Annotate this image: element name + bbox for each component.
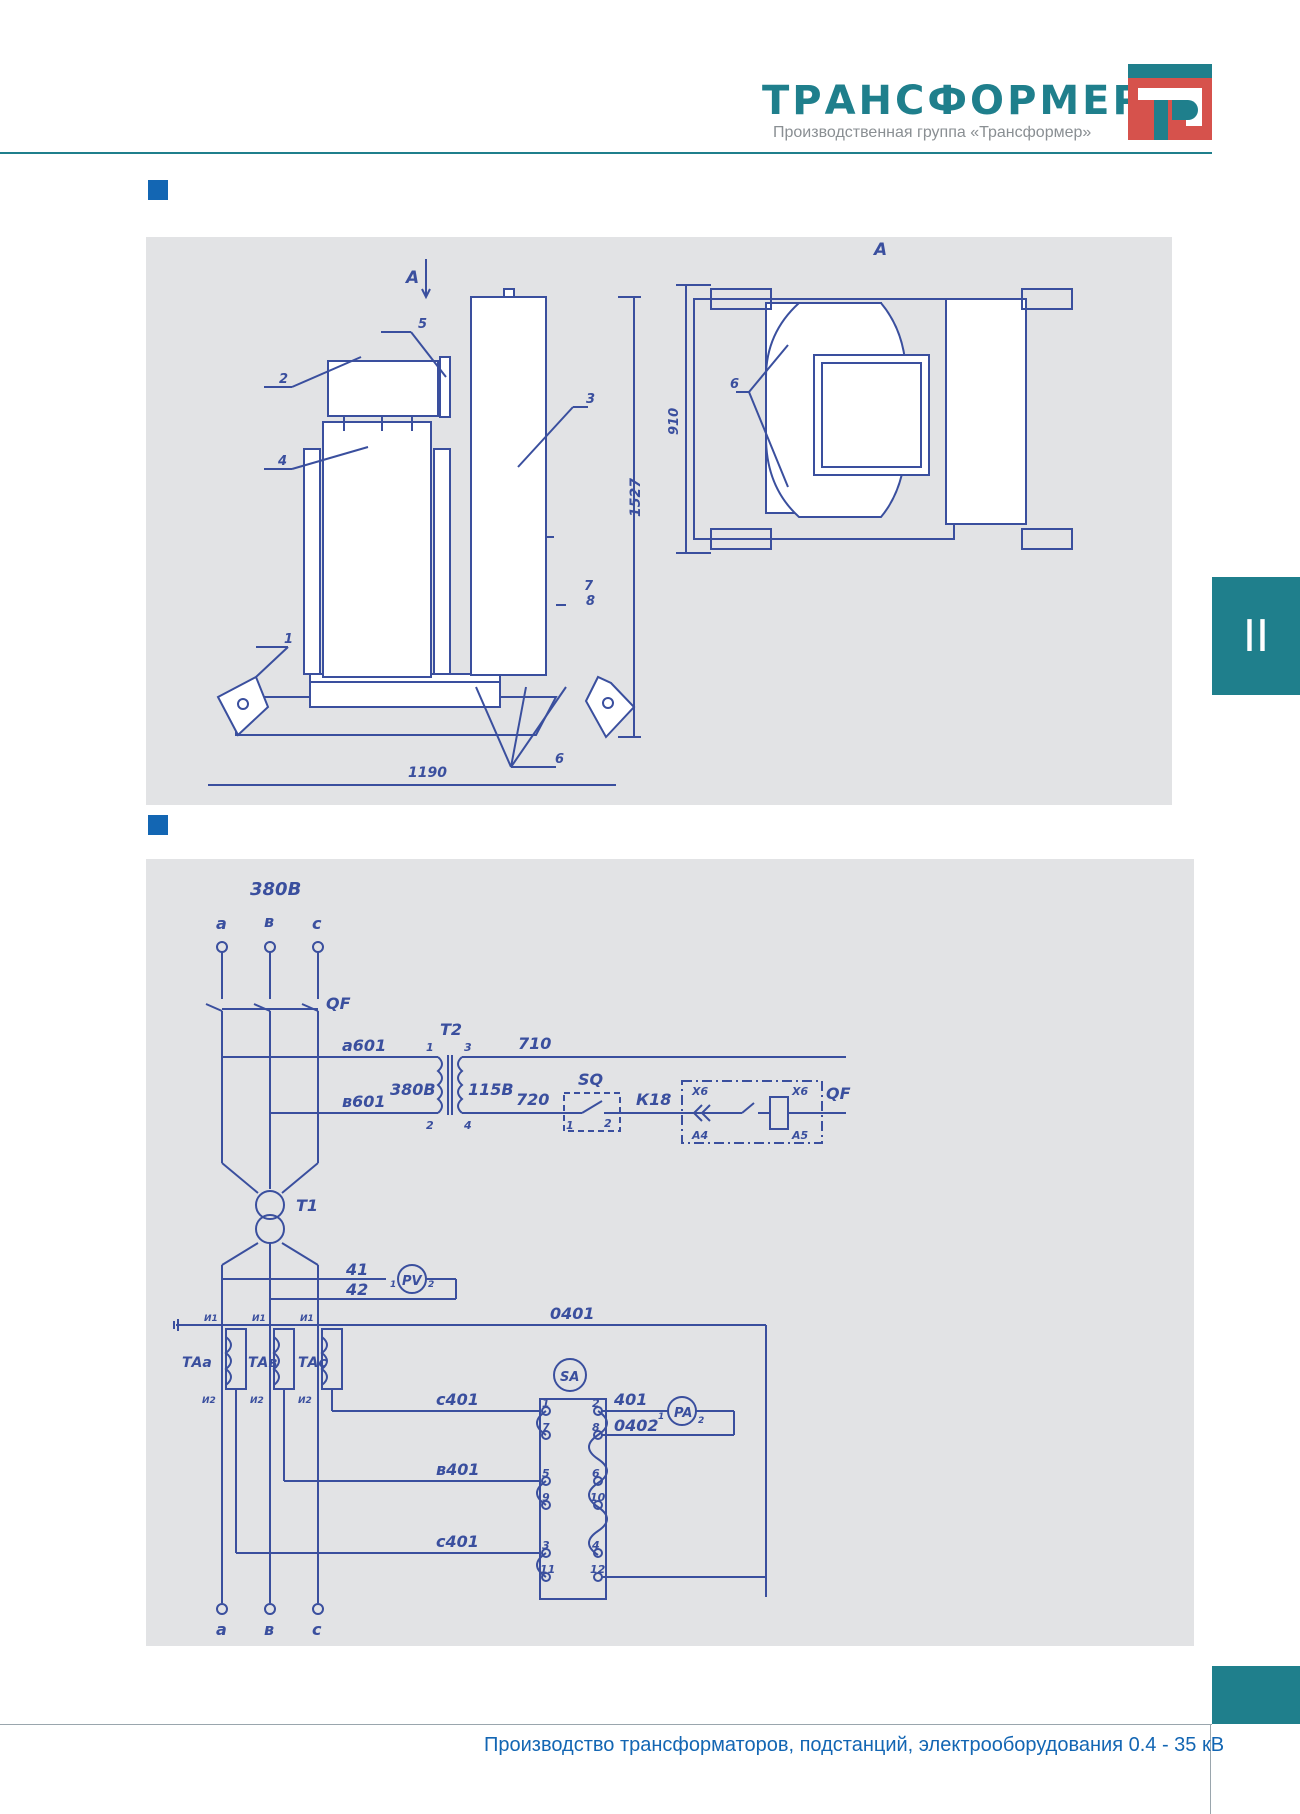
voltmeter-pin-2: 2 xyxy=(428,1280,434,1290)
phase-bottom-b: в xyxy=(264,1620,274,1639)
phase-top-a: а xyxy=(216,914,227,933)
t2-secondary-voltage: 115В xyxy=(468,1080,514,1099)
phase-bottom-a: а xyxy=(216,1620,227,1639)
voltmeter-label: PV xyxy=(402,1274,423,1289)
phase-top-c: с xyxy=(312,914,322,933)
view-a-top-label: А xyxy=(872,240,887,260)
t2-pin-3: 3 xyxy=(464,1041,472,1054)
wire-42: 42 xyxy=(345,1280,368,1299)
sa-pin-12: 12 xyxy=(590,1563,606,1576)
callout-6-top: 6 xyxy=(730,377,739,392)
ct-b-pin-bottom: И2 xyxy=(250,1396,264,1406)
wiring-diagram: 380В а в с QF Т2 1 3 2 4 380В 115В а601 … xyxy=(173,879,851,1639)
voltmeter-pin-1: 1 xyxy=(390,1280,396,1290)
section-marker-drawing xyxy=(148,180,168,200)
dimensional-drawing-panel: А А 1190 1527 910 1 2 3 4 5 6 6 7 8 xyxy=(146,237,1172,805)
callout-6-side: 6 xyxy=(555,752,564,767)
phase-top-b: в xyxy=(264,912,274,931)
callout-1: 1 xyxy=(284,632,293,647)
ct-c-pin-top: И1 xyxy=(300,1314,314,1324)
t2-pin-1: 1 xyxy=(426,1041,434,1054)
section-marker-scheme xyxy=(148,815,168,835)
wire-a601: а601 xyxy=(342,1036,386,1055)
footer-vertical-divider xyxy=(1210,1724,1211,1814)
sa-pin-9: 9 xyxy=(542,1491,550,1504)
header-divider xyxy=(0,152,1212,154)
company-logo-mark xyxy=(1128,64,1212,140)
wire-710: 710 xyxy=(518,1034,551,1053)
ct-c-pin-bottom: И2 xyxy=(298,1396,312,1406)
callout-3: 3 xyxy=(586,392,595,407)
sa-pin-10: 10 xyxy=(590,1491,606,1504)
sa-pin-5: 5 xyxy=(542,1467,550,1480)
ct-a-pin-bottom: И2 xyxy=(202,1396,216,1406)
wire-720: 720 xyxy=(516,1090,549,1109)
wire-v601: в601 xyxy=(342,1092,386,1111)
sa-pin-8: 8 xyxy=(592,1421,600,1434)
sa-pin-11: 11 xyxy=(540,1563,555,1576)
supply-voltage-label: 380В xyxy=(250,879,301,900)
callout-4: 4 xyxy=(277,454,287,469)
wire-0402: 0402 xyxy=(614,1416,659,1435)
sa-pin-1: 1 xyxy=(542,1397,550,1410)
callout-5: 5 xyxy=(418,317,427,332)
sa-pin-4: 4 xyxy=(591,1539,600,1552)
sa-pin-7: 7 xyxy=(542,1421,550,1434)
ct-a-pin-top: И1 xyxy=(204,1314,218,1324)
t2-pin-4: 4 xyxy=(463,1119,472,1132)
footer-accent-block xyxy=(1212,1666,1300,1724)
ammeter-label: PA xyxy=(674,1406,692,1421)
sa-pin-2: 2 xyxy=(592,1397,600,1410)
wire-k18: К18 xyxy=(636,1090,671,1109)
wire-0401: 0401 xyxy=(550,1304,595,1323)
sq-pin-2: 2 xyxy=(604,1117,612,1130)
wire-b401: в401 xyxy=(436,1460,480,1479)
view-a-arrow-label: А xyxy=(404,268,419,288)
dimension-height: 1527 xyxy=(628,478,644,517)
wire-401: 401 xyxy=(613,1390,647,1409)
sa-pin-6: 6 xyxy=(592,1467,600,1480)
ammeter-pin-2: 2 xyxy=(698,1416,704,1426)
company-logo-wordmark: ТРАНСФОРМЕР xyxy=(762,78,1145,124)
t2-primary-voltage: 380В xyxy=(390,1080,436,1099)
ct-b-pin-top: И1 xyxy=(252,1314,266,1324)
breaker-label: QF xyxy=(326,994,351,1013)
t2-label: Т2 xyxy=(440,1020,462,1039)
ct-label-b: ТАв xyxy=(248,1355,277,1371)
sq-pin-1: 1 xyxy=(566,1119,574,1132)
t2-pin-2: 2 xyxy=(426,1119,434,1132)
dimensional-drawing: А А 1190 1527 910 1 2 3 4 5 6 6 7 8 xyxy=(208,240,1073,786)
footer-tagline: Производство трансформаторов, подстанций… xyxy=(484,1734,1225,1756)
wiring-diagram-panel: 380В а в с QF Т2 1 3 2 4 380В 115В а601 … xyxy=(146,859,1194,1646)
ammeter-pin-1: 1 xyxy=(658,1412,664,1422)
ct-label-a: ТАа xyxy=(182,1355,212,1371)
relay-pin-x6-left: Х6 xyxy=(691,1085,708,1098)
phase-bottom-c: с xyxy=(312,1620,322,1639)
dimension-width: 1190 xyxy=(408,765,447,781)
relay-pin-x6-right: Х6 xyxy=(791,1085,808,1098)
callout-7: 7 xyxy=(584,579,594,594)
t1-label: Т1 xyxy=(296,1196,318,1215)
callout-8: 8 xyxy=(586,594,595,609)
sa-pin-3: 3 xyxy=(542,1539,550,1552)
wire-c401: с401 xyxy=(436,1532,479,1551)
wire-41: 41 xyxy=(345,1260,368,1279)
relay-qf-label: QF xyxy=(826,1084,851,1103)
ct-label-c: ТАс xyxy=(298,1355,327,1371)
switch-sq-label: SQ xyxy=(578,1070,604,1089)
chapter-tab: II xyxy=(1212,577,1300,695)
footer-divider xyxy=(0,1724,1212,1725)
relay-pin-a4: А4 xyxy=(691,1129,708,1142)
relay-pin-a5: А5 xyxy=(791,1129,809,1142)
callout-2: 2 xyxy=(279,372,288,387)
selector-label: SA xyxy=(560,1370,579,1385)
dimension-depth: 910 xyxy=(667,408,682,435)
wire-a401: с401 xyxy=(436,1390,479,1409)
company-logo-subtitle: Производственная группа «Трансформер» xyxy=(773,124,1092,141)
